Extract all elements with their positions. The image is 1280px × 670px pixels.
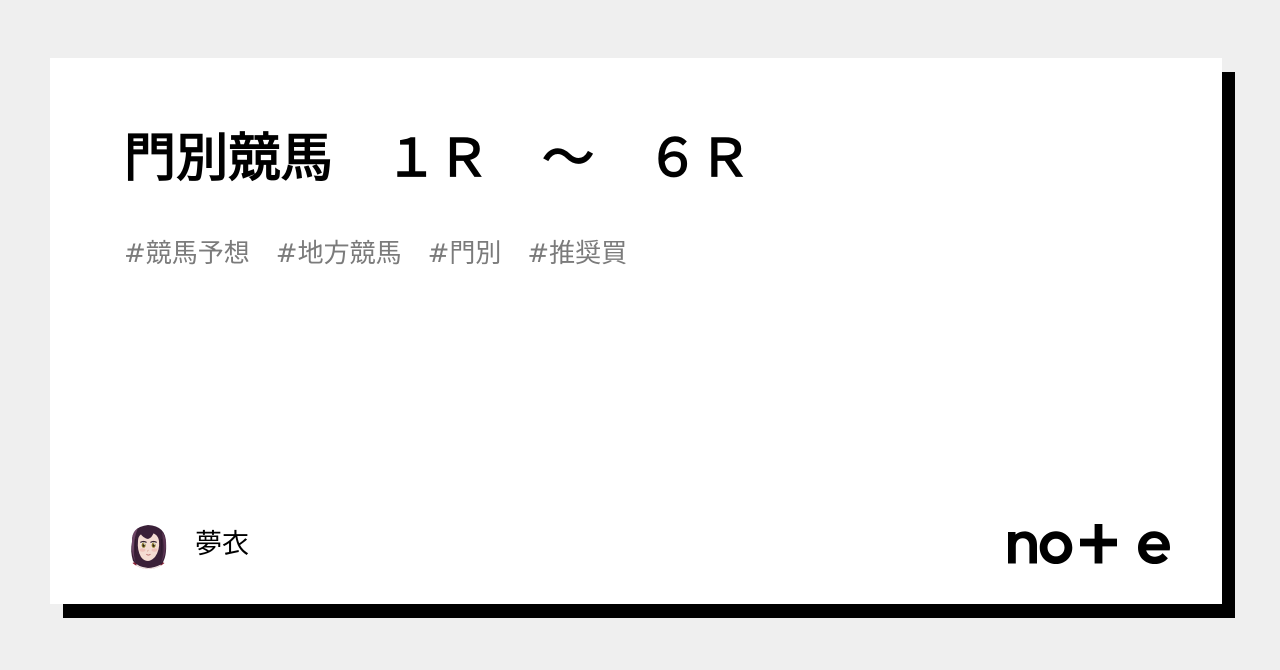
note-logo[interactable] (1008, 524, 1170, 564)
article-card[interactable]: 門別競馬 １Ｒ 〜 ６Ｒ #競馬予想 #地方競馬 #門別 #推奨買 (50, 58, 1222, 604)
article-tags[interactable]: #競馬予想 #地方競馬 #門別 #推奨買 (124, 239, 628, 269)
avatar[interactable] (124, 519, 173, 569)
card-footer: 夢衣 (50, 484, 1222, 604)
author-name[interactable]: 夢衣 (195, 528, 249, 560)
author-block[interactable]: 夢衣 (124, 519, 249, 569)
article-title: 門別競馬 １Ｒ 〜 ６Ｒ (124, 129, 752, 189)
article-card-wrapper: 門別競馬 １Ｒ 〜 ６Ｒ #競馬予想 #地方競馬 #門別 #推奨買 (50, 58, 1235, 618)
